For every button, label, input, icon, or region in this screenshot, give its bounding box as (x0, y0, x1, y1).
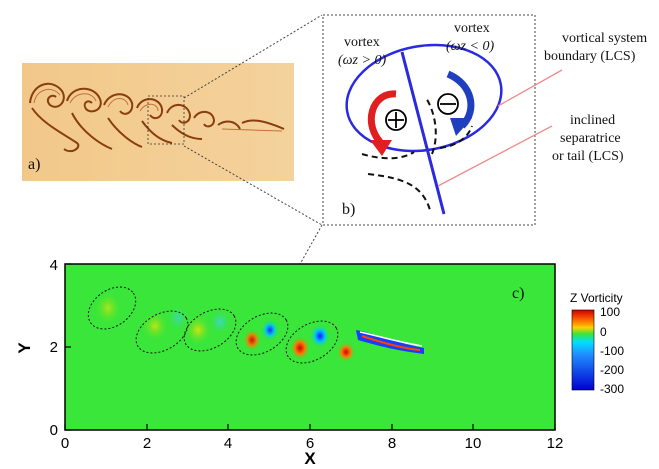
annotation-tail-line1: inclined (570, 113, 615, 128)
x-tick-labels: 0 2 4 6 8 10 12 (61, 435, 564, 452)
vortex-left-title: vortex (344, 35, 380, 50)
x-tick-label: 0 (61, 435, 69, 452)
x-axis-label: X (304, 449, 316, 464)
annotation-boundary-line1: vortical system (562, 31, 647, 46)
axis-ticks (64, 263, 556, 431)
vortex-schematic: vortex (ωz > 0) vortex (ωz < 0) b) vorti… (322, 14, 647, 226)
x-tick-label: 2 (143, 435, 151, 452)
panel-c-label: c) (512, 285, 524, 302)
colorbar-label: -300 (600, 382, 624, 396)
panel-a: a) (22, 63, 294, 181)
vortex-right-condition: (ωz < 0) (446, 39, 494, 54)
colorbar-labels: 100 0 -100 -200 -300 (600, 305, 624, 396)
colorbar-title: Z Vorticity (570, 291, 623, 305)
vortex-left-condition: (ωz > 0) (338, 53, 386, 68)
vortex-right-title: vortex (454, 21, 490, 36)
minus-symbol-icon (437, 93, 459, 115)
x-tick-label: 12 (547, 435, 564, 452)
zoom-region-box (147, 95, 185, 145)
x-tick-label: 4 (224, 435, 232, 452)
y-tick-label: 0 (50, 422, 58, 439)
schematic-frame (322, 14, 536, 226)
vorticity-plot: 0 2 4 6 8 10 12 0 2 4 X Y c) Z Vorticity… (15, 257, 624, 468)
panel-c: 0 2 4 6 8 10 12 0 2 4 X Y c) Z Vorticity… (0, 252, 659, 468)
positive-rotation-arrow (367, 90, 397, 147)
flow-visualization-photo: a) (22, 63, 294, 181)
dashed-streamlines (361, 97, 473, 211)
panel-b-label: b) (342, 201, 355, 218)
tail-pointer-line (437, 125, 553, 187)
plus-symbol-icon (385, 109, 407, 131)
panel-a-label: a) (28, 156, 40, 173)
colorbar (571, 309, 595, 391)
y-axis-label: Y (15, 342, 34, 354)
positive-arrow-head (370, 140, 392, 156)
y-tick-label: 2 (50, 339, 58, 356)
panel-b: vortex (ωz > 0) vortex (ωz < 0) b) vorti… (322, 14, 652, 226)
colorbar-label: 100 (600, 305, 620, 319)
colorbar-label: 0 (600, 325, 607, 339)
vortex-street-streaklines (29, 82, 285, 153)
annotation-tail-line3: or tail (LCS) (552, 149, 624, 164)
x-tick-label: 10 (465, 435, 482, 452)
negative-arrow-head (450, 118, 472, 136)
x-tick-label: 8 (388, 435, 396, 452)
boundary-pointer-line (497, 69, 563, 107)
colorbar-label: -100 (600, 344, 624, 358)
separatrice-line (400, 51, 446, 215)
y-tick-labels: 0 2 4 (50, 257, 58, 439)
x-tick-label: 6 (306, 435, 314, 452)
colorbar-label: -200 (600, 363, 624, 377)
annotation-boundary-line2: boundary (LCS) (544, 49, 636, 64)
vorticity-field (65, 264, 555, 430)
y-tick-label: 4 (50, 257, 58, 274)
annotation-tail-line2: separatrice (560, 131, 621, 146)
